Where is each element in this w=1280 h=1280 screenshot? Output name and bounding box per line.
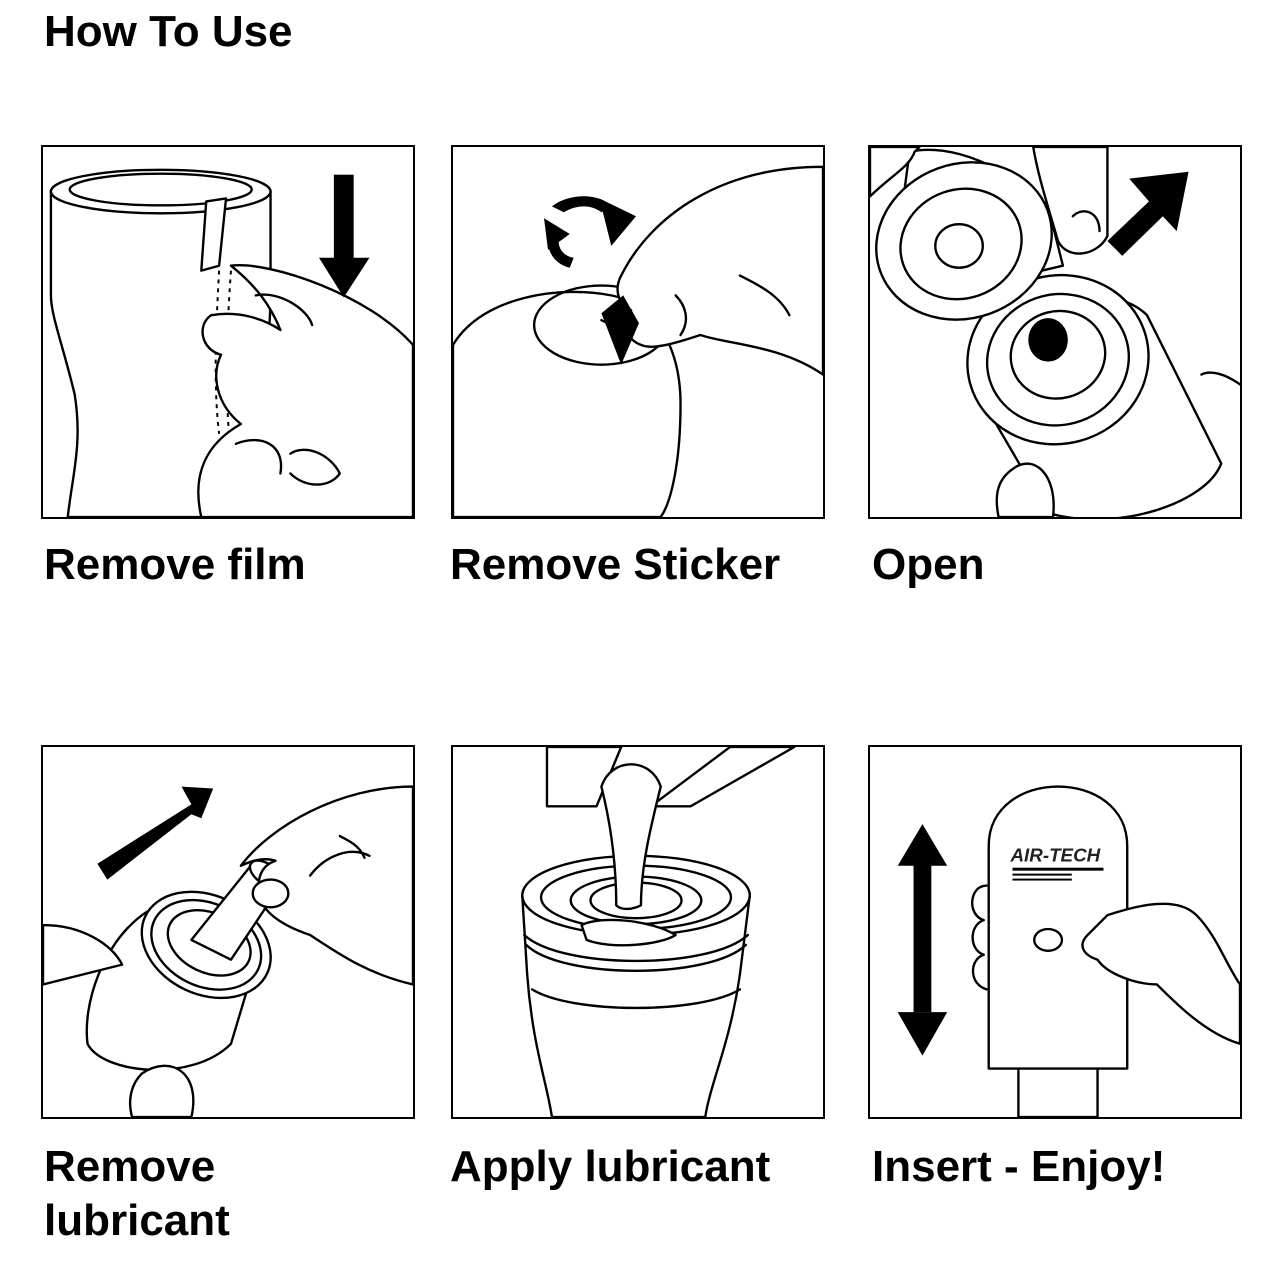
step-panel-apply-lubricant xyxy=(451,745,825,1119)
step-caption-remove-lubricant: Remove lubricant xyxy=(44,1142,230,1245)
step-panel-open xyxy=(868,145,1242,519)
step-caption-apply-lubricant: Apply lubricant xyxy=(450,1142,771,1191)
remove-lubricant-illustration xyxy=(43,785,413,1117)
step-panel-remove-lubricant xyxy=(41,745,415,1119)
step-caption-open: Open xyxy=(872,540,985,589)
remove-film-illustration xyxy=(49,168,413,517)
step-panel-remove-film xyxy=(41,145,415,519)
remove-sticker-illustration xyxy=(453,165,823,517)
insert-illustration: AIR-TECH xyxy=(897,785,1240,1117)
page-title: How To Use xyxy=(44,7,293,56)
open-cap-illustration xyxy=(870,147,1240,517)
apply-lubricant-illustration xyxy=(521,747,796,1117)
step-caption-insert-enjoy: Insert - Enjoy! xyxy=(872,1142,1166,1191)
step-caption-remove-film: Remove film xyxy=(44,540,306,589)
step-caption-remove-sticker: Remove Sticker xyxy=(450,540,781,589)
product-brand-label: AIR-TECH xyxy=(1009,845,1100,866)
step-panel-remove-sticker xyxy=(451,145,825,519)
step-panel-insert: AIR-TECH xyxy=(868,745,1242,1119)
